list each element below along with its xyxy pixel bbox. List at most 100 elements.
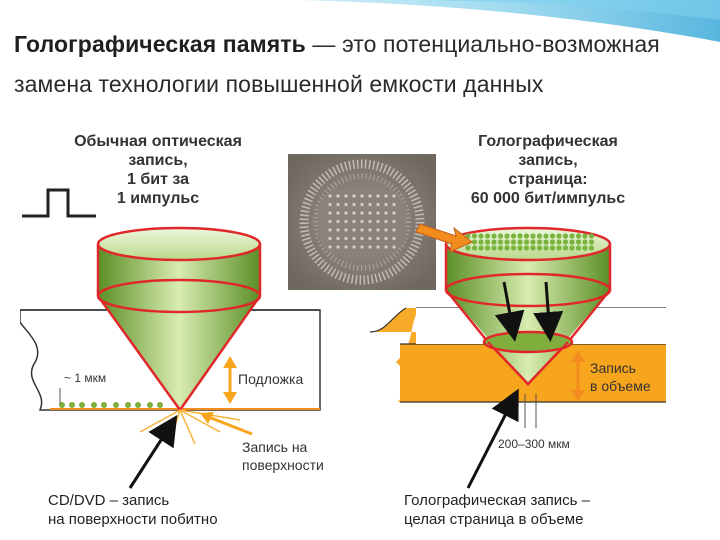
hologram-dot xyxy=(344,245,348,249)
page-dot xyxy=(478,245,484,251)
page-dot xyxy=(562,245,569,251)
hologram-dot xyxy=(360,236,364,241)
hologram-dot xyxy=(368,236,372,241)
volume-label-line-1: Запись xyxy=(590,360,636,376)
pulse-waveform xyxy=(22,188,96,218)
hologram-dot xyxy=(352,219,356,224)
page-dot xyxy=(588,233,595,239)
hologram-dot xyxy=(384,245,388,249)
hologram-dot xyxy=(376,228,380,232)
hologram-dot xyxy=(368,228,372,232)
page-dot xyxy=(543,239,549,245)
hologram-dot xyxy=(336,228,340,232)
hologram-dot xyxy=(336,219,340,224)
page-dot xyxy=(562,239,569,245)
page-dot xyxy=(588,239,595,245)
page-dot xyxy=(471,239,478,245)
hologram-dot xyxy=(376,236,380,241)
hologram-dot xyxy=(344,211,348,215)
page-dot xyxy=(536,239,543,245)
page-dot xyxy=(471,245,478,251)
surface-label-line-2: поверхности xyxy=(242,457,324,473)
hologram-dot xyxy=(392,245,396,249)
left-caption-line-2: на поверхности побитно xyxy=(48,511,218,528)
page-dot xyxy=(465,245,471,251)
hologram-dot xyxy=(336,202,340,207)
page-dot xyxy=(523,239,530,245)
right-heading-line-4: 60 000 бит/импульс xyxy=(471,190,625,207)
page-dot xyxy=(549,239,556,245)
page-dot xyxy=(543,233,549,239)
slide-title: Голографическая память — это потенциальн… xyxy=(14,24,704,104)
page-dot xyxy=(510,233,517,239)
hologram-dot xyxy=(368,194,372,198)
hologram-dot xyxy=(376,202,380,207)
page-dot xyxy=(549,233,556,239)
hologram-dot xyxy=(368,245,372,249)
hologram-dot xyxy=(328,211,332,215)
hologram-dot xyxy=(376,211,380,215)
hologram-dot xyxy=(392,194,396,198)
left-heading-line-2: запись, xyxy=(128,152,187,169)
hologram-dot xyxy=(360,219,364,224)
left-heading-line-4: 1 импульс xyxy=(117,190,199,207)
right-caption-line-2: целая страница в объеме xyxy=(404,511,583,528)
hologram-dot xyxy=(384,211,388,215)
hologram-dot xyxy=(384,219,388,224)
hologram-dot xyxy=(376,245,380,249)
page-dot xyxy=(523,245,530,251)
substrate-arrow xyxy=(223,356,237,404)
page-dot xyxy=(484,233,491,239)
page-dot xyxy=(575,233,582,239)
page-dot xyxy=(556,233,562,239)
page-dot xyxy=(517,245,523,251)
hologram-photo xyxy=(288,154,436,290)
page-dot xyxy=(510,239,517,245)
page-dot xyxy=(536,233,543,239)
page-dot xyxy=(530,245,536,251)
page-dot xyxy=(491,233,497,239)
hologram-dot xyxy=(384,228,388,232)
hologram-dot xyxy=(352,194,356,198)
hologram-dot xyxy=(392,219,396,224)
hologram-dot xyxy=(360,194,364,198)
page-dot xyxy=(582,233,588,239)
hologram-dot xyxy=(392,211,396,215)
hologram-dot xyxy=(360,211,364,215)
hologram-dot xyxy=(336,245,340,249)
hologram-dot xyxy=(384,236,388,241)
page-dot xyxy=(530,239,536,245)
slide-title-rest: — это потенциально-возможная замена техн… xyxy=(14,31,660,97)
hologram-dot xyxy=(328,202,332,207)
page-dot xyxy=(484,245,491,251)
hologram-dot xyxy=(352,211,356,215)
hologram-dot xyxy=(384,202,388,207)
page-dot xyxy=(471,233,478,239)
hologram-dot xyxy=(344,194,348,198)
page-dot xyxy=(569,233,575,239)
hologram-dot xyxy=(344,219,348,224)
page-dot xyxy=(491,239,497,245)
left-heading-line-1: Обычная оптическая xyxy=(74,133,242,150)
page-dot xyxy=(504,239,510,245)
hologram-dot xyxy=(344,236,348,241)
holographic-memory-diagram: Обычная оптическая запись, 1 бит за 1 им… xyxy=(20,132,666,532)
data-page-dots xyxy=(465,233,595,251)
substrate-label: Подложка xyxy=(238,371,303,387)
page-dot xyxy=(510,245,517,251)
hologram-dot xyxy=(328,236,332,241)
page-dot xyxy=(504,233,510,239)
hologram-dot xyxy=(392,236,396,241)
page-dot xyxy=(575,245,582,251)
hologram-dot xyxy=(328,194,332,198)
hologram-dot xyxy=(336,236,340,241)
hologram-dot xyxy=(328,245,332,249)
right-heading-line-3: страница: xyxy=(508,171,587,188)
size-label: 200–300 мкм xyxy=(498,437,570,451)
hologram-dot xyxy=(360,202,364,207)
page-dot xyxy=(523,233,530,239)
page-dot xyxy=(549,245,556,251)
page-dot xyxy=(569,245,575,251)
page-dot xyxy=(517,239,523,245)
page-dot xyxy=(478,233,484,239)
